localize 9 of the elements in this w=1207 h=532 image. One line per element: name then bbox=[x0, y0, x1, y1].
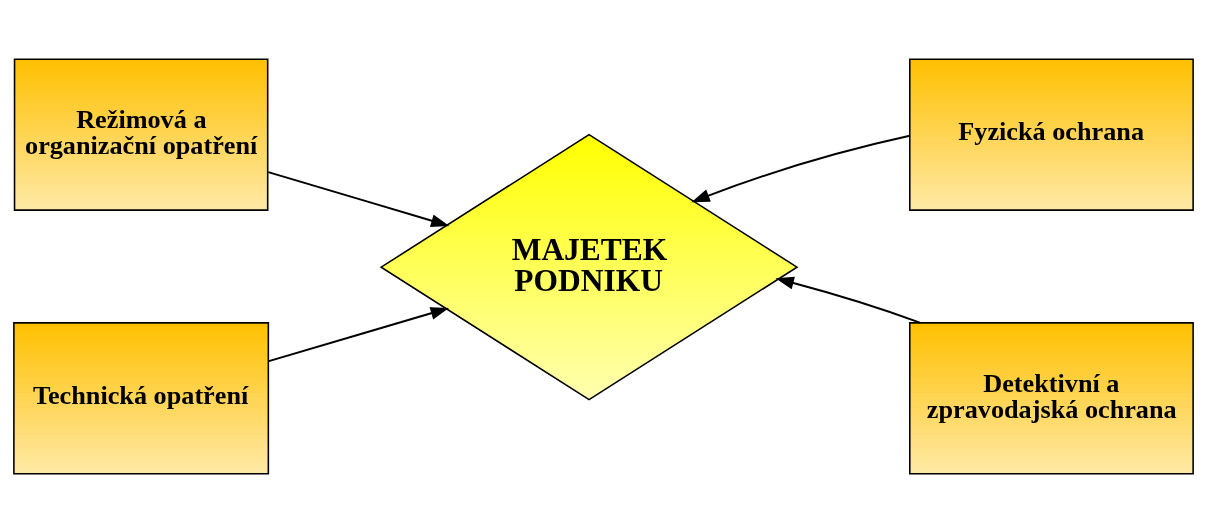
node-box: Režimová a organizační opatření bbox=[13, 57, 269, 211]
arrow bbox=[267, 170, 450, 227]
node-box: Detektivní a zpravodajská ochrana bbox=[909, 321, 1194, 475]
arrow bbox=[775, 276, 922, 324]
node-diamond: MAJETEK PODNIKU bbox=[379, 133, 799, 401]
node-box: Technická opatření bbox=[13, 321, 270, 475]
arrow bbox=[267, 306, 449, 362]
node-box: Fyzická ochrana bbox=[909, 57, 1194, 211]
arrow bbox=[691, 134, 911, 202]
